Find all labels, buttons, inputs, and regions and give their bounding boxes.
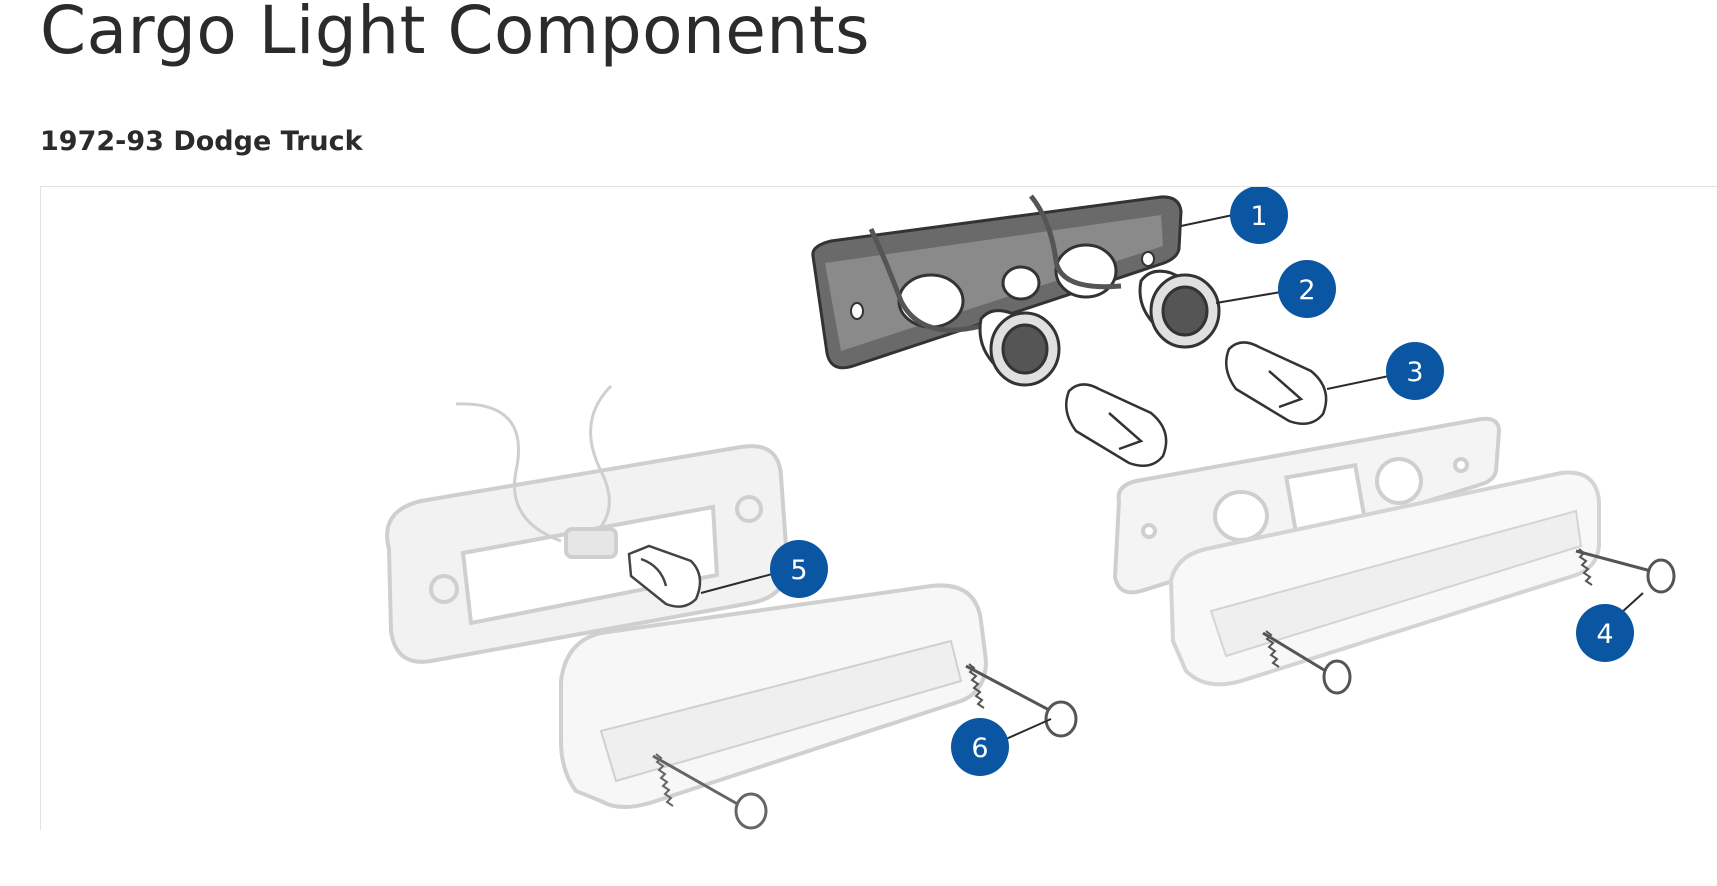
page-title: Cargo Light Components — [40, 0, 871, 69]
callout-1-label: 1 — [1250, 201, 1267, 232]
callout-1: 1 — [1230, 187, 1288, 244]
socket-left — [978, 309, 1061, 387]
screw-right-lens-right — [1575, 548, 1676, 594]
callout-3: 3 — [1386, 342, 1444, 400]
socket-base-plate — [811, 194, 1183, 370]
socket-right — [1138, 269, 1221, 349]
screw-left-lens-right — [965, 663, 1078, 738]
leader-line-4 — [1620, 592, 1644, 614]
bulb-right — [1224, 341, 1328, 426]
right-lens — [1168, 470, 1601, 687]
leader-line-3 — [1326, 375, 1390, 390]
callout-6: 6 — [951, 718, 1009, 776]
bulb-left — [1064, 383, 1168, 468]
callout-2: 2 — [1278, 260, 1336, 318]
callout-5-label: 5 — [790, 555, 807, 586]
left-lens — [559, 583, 989, 809]
wedge-bulb — [627, 544, 702, 608]
callout-4: 4 — [1576, 604, 1634, 662]
exploded-view-illustration: 1 2 3 4 5 6 — [385, 187, 1676, 830]
callout-2-label: 2 — [1298, 275, 1315, 306]
callout-5: 5 — [770, 540, 828, 598]
leader-line-2 — [1215, 291, 1282, 304]
callout-6-label: 6 — [971, 733, 988, 764]
left-mounting-base — [385, 384, 790, 664]
screw-left-lens-bottom — [652, 753, 768, 830]
vehicle-subtitle: 1972-93 Dodge Truck — [40, 126, 363, 157]
screw-right-lens-left — [1262, 630, 1352, 695]
leader-line-6 — [1005, 718, 1052, 740]
callout-3-label: 3 — [1406, 357, 1423, 388]
callout-4-label: 4 — [1596, 619, 1613, 650]
leader-line-1 — [1180, 214, 1234, 227]
parts-diagram: 1 2 3 4 5 6 — [40, 186, 1717, 830]
